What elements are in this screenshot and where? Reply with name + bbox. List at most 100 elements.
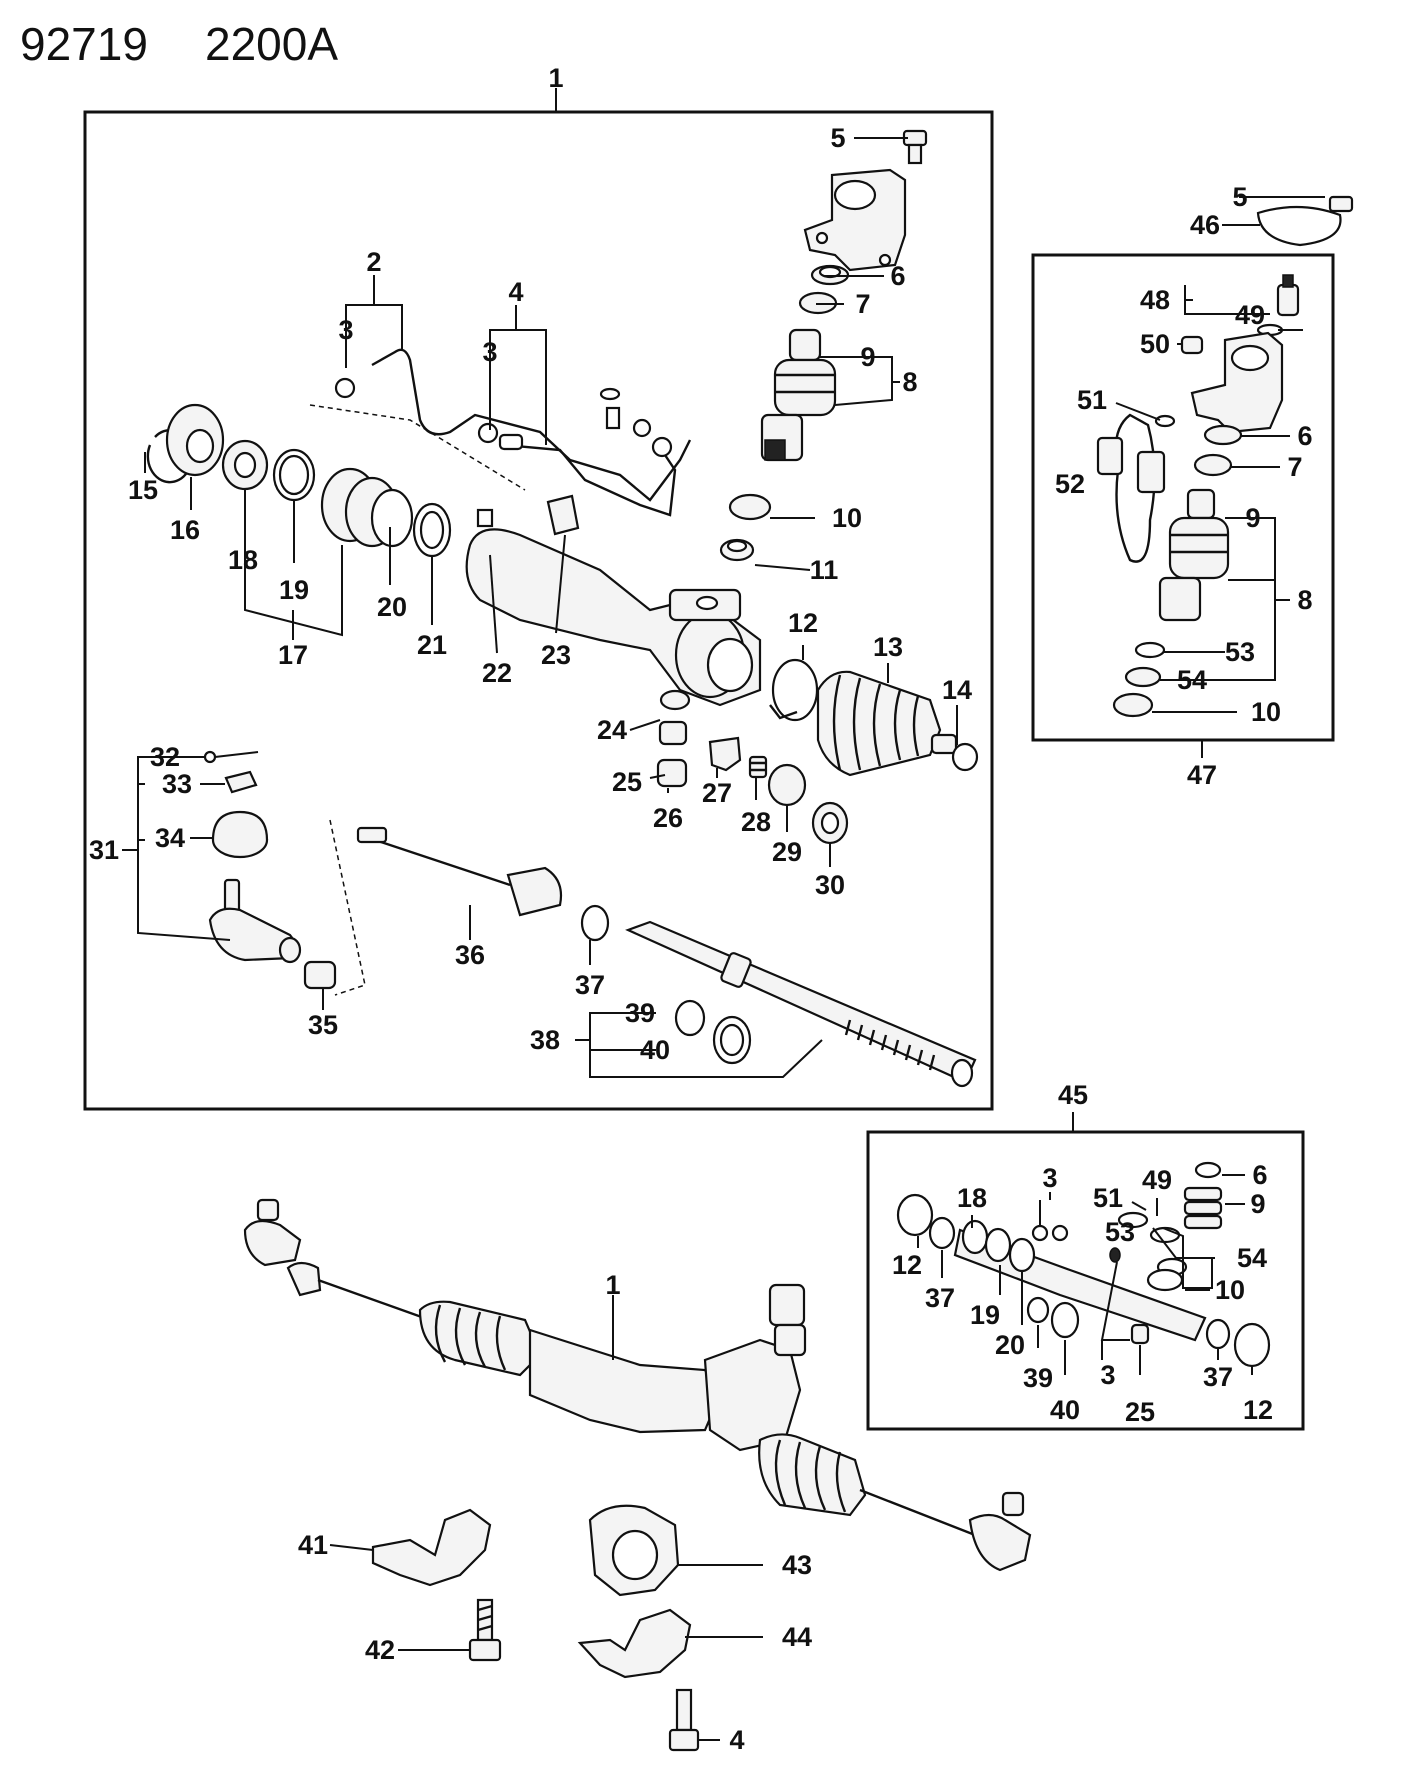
flare-bolt-5-clamp bbox=[1256, 195, 1354, 247]
callout-12: 12 bbox=[892, 1250, 922, 1280]
callout-3: 3 bbox=[338, 315, 353, 345]
callout-45: 45 bbox=[1058, 1080, 1088, 1110]
callout-49: 49 bbox=[1235, 300, 1265, 330]
seal-54 bbox=[1124, 666, 1162, 688]
callout-36: 36 bbox=[455, 940, 485, 970]
callout-40: 40 bbox=[1050, 1395, 1080, 1425]
callout-14: 14 bbox=[942, 675, 972, 705]
callout-34: 34 bbox=[155, 823, 185, 853]
callout-10: 10 bbox=[1251, 697, 1281, 727]
callout-3: 3 bbox=[1042, 1163, 1057, 1193]
callout-20: 20 bbox=[995, 1330, 1025, 1360]
callout-3: 3 bbox=[1100, 1360, 1115, 1390]
callout-46: 46 bbox=[1190, 210, 1220, 240]
rack-support-parts-24-30 bbox=[656, 689, 849, 845]
callout-19: 19 bbox=[970, 1300, 1000, 1330]
callout-5: 5 bbox=[1232, 182, 1247, 212]
callout-13: 13 bbox=[873, 632, 903, 662]
callout-48: 48 bbox=[1140, 285, 1170, 315]
callout-32: 32 bbox=[150, 742, 180, 772]
cotter-pin-32 bbox=[203, 750, 259, 764]
callout-18: 18 bbox=[228, 545, 258, 575]
callout-31: 31 bbox=[89, 835, 119, 865]
gear-housing-22 bbox=[465, 508, 762, 707]
wire-harness-52 bbox=[1096, 413, 1166, 563]
leader-lines bbox=[122, 137, 1325, 1741]
oil-seal-10 bbox=[728, 493, 772, 521]
dust-cover-34 bbox=[211, 810, 269, 859]
callout-17: 17 bbox=[278, 640, 308, 670]
bushing-18 bbox=[221, 439, 269, 491]
pinion-valve-8-sub bbox=[1158, 488, 1230, 622]
valve-housing bbox=[803, 168, 907, 272]
callout-49: 49 bbox=[1142, 1165, 1172, 1195]
tie-rod-36 bbox=[356, 826, 563, 917]
callout-10: 10 bbox=[832, 503, 862, 533]
callout-12: 12 bbox=[788, 608, 818, 638]
valve-housing-47 bbox=[1190, 331, 1284, 434]
callout-51: 51 bbox=[1077, 385, 1107, 415]
callout-9: 9 bbox=[1245, 503, 1260, 533]
seal-21 bbox=[412, 502, 452, 558]
bearing-7-sub bbox=[1193, 453, 1233, 477]
callout-50: 50 bbox=[1140, 329, 1170, 359]
callout-39: 39 bbox=[1023, 1363, 1053, 1393]
clip-14 bbox=[951, 742, 979, 772]
callout-41: 41 bbox=[298, 1530, 328, 1560]
callout-4: 4 bbox=[729, 1725, 744, 1755]
callout-39: 39 bbox=[625, 998, 655, 1028]
callout-27: 27 bbox=[702, 778, 732, 808]
main-assembly-frame bbox=[83, 110, 994, 1111]
callout-28: 28 bbox=[741, 807, 771, 837]
callout-6: 6 bbox=[1252, 1160, 1267, 1190]
callout-8: 8 bbox=[1297, 585, 1312, 615]
oil-seal-10-sub bbox=[1112, 692, 1154, 718]
diagram-code: 92719 bbox=[20, 18, 148, 70]
mount-rubber-43 bbox=[588, 1504, 680, 1597]
callout-1: 1 bbox=[548, 63, 563, 93]
callout-51: 51 bbox=[1093, 1183, 1123, 1213]
callout-16: 16 bbox=[170, 515, 200, 545]
rack-38 bbox=[625, 920, 977, 1088]
callout-18: 18 bbox=[957, 1183, 987, 1213]
callout-44: 44 bbox=[782, 1622, 812, 1652]
callout-12: 12 bbox=[1243, 1395, 1273, 1425]
callout-22: 22 bbox=[482, 658, 512, 688]
callout-labels: 1 2 3 4 3 5 6 7 9 8 10 11 12 13 14 15 16… bbox=[89, 63, 1313, 1755]
callout-25: 25 bbox=[612, 767, 642, 797]
plug-50 bbox=[1180, 335, 1204, 355]
seal-kit-parts bbox=[896, 1161, 1271, 1368]
bearing-11 bbox=[719, 538, 755, 562]
seal-kit-frame bbox=[866, 1130, 1305, 1431]
callout-11: 11 bbox=[810, 555, 839, 585]
callout-2: 2 bbox=[366, 247, 381, 277]
o-ring-39 bbox=[674, 999, 706, 1037]
callout-37: 37 bbox=[1203, 1362, 1233, 1392]
callout-9: 9 bbox=[1250, 1189, 1265, 1219]
callout-7: 7 bbox=[1287, 452, 1302, 482]
bolt-42 bbox=[468, 1598, 502, 1662]
callout-19: 19 bbox=[279, 575, 309, 605]
sensor-48 bbox=[1276, 274, 1300, 317]
callout-33: 33 bbox=[162, 769, 192, 799]
callout-7: 7 bbox=[855, 289, 870, 319]
callout-23: 23 bbox=[541, 640, 571, 670]
callout-21: 21 bbox=[417, 630, 447, 660]
callout-8: 8 bbox=[902, 367, 917, 397]
callout-4: 4 bbox=[508, 277, 523, 307]
callout-43: 43 bbox=[782, 1550, 812, 1580]
bolt-4 bbox=[668, 1688, 700, 1752]
o-ring-19 bbox=[272, 448, 316, 502]
callout-30: 30 bbox=[815, 870, 845, 900]
ring-53 bbox=[1134, 641, 1166, 659]
callout-35: 35 bbox=[308, 1010, 338, 1040]
callout-10: 10 bbox=[1215, 1275, 1245, 1305]
flare-bolt-5 bbox=[902, 129, 928, 165]
castle-nut-33 bbox=[224, 770, 258, 794]
ring-51 bbox=[1154, 414, 1176, 428]
callout-40: 40 bbox=[640, 1035, 670, 1065]
callout-38: 38 bbox=[530, 1025, 560, 1055]
bushing-23 bbox=[546, 494, 580, 536]
